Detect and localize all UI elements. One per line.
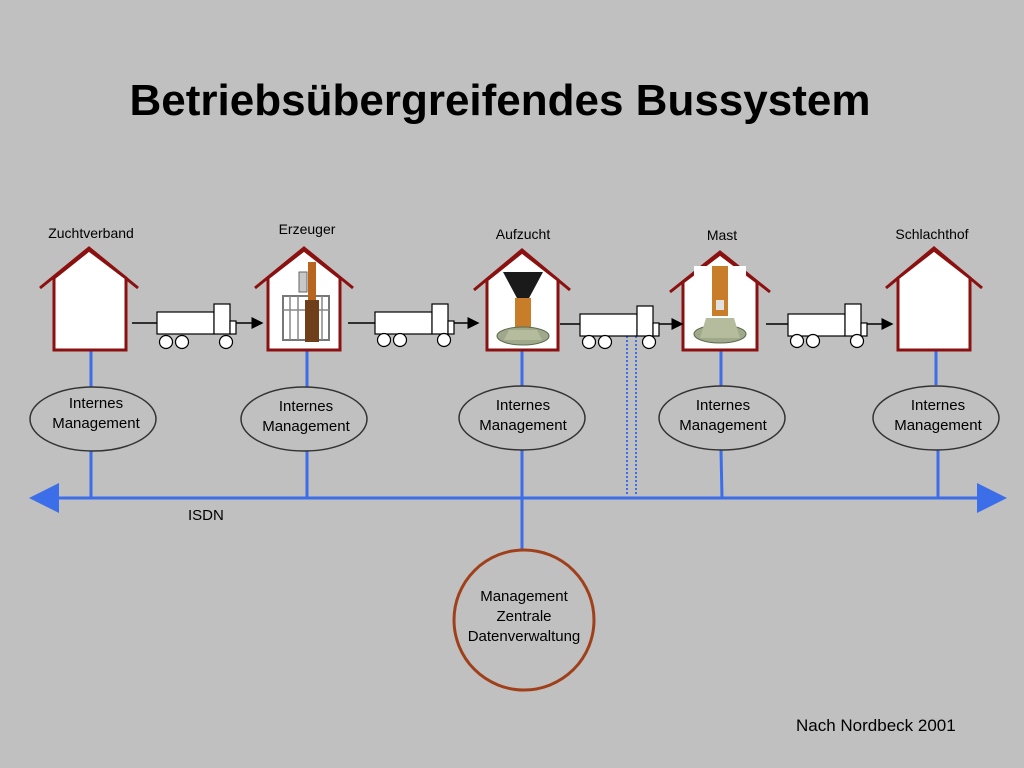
bus-label: ISDN <box>188 507 224 524</box>
management-text-erzeuger: Internes Management <box>236 397 376 437</box>
management-ellipse-aufzucht <box>458 385 586 451</box>
management-line-1: Internes <box>68 395 124 412</box>
management-line-2: Management <box>479 417 567 434</box>
truck-icon <box>348 303 480 348</box>
house-erzeuger <box>254 246 354 352</box>
funnel-feeder-picture <box>496 272 550 346</box>
management-text-zuchtverband: Internes Management <box>26 394 166 434</box>
station-label-erzeuger: Erzeuger <box>278 221 336 237</box>
management-ellipse-zuchtverband <box>29 386 157 452</box>
house-zuchtverband <box>39 246 139 352</box>
source-citation: Nach Nordbeck 2001 <box>796 716 956 735</box>
management-ellipse-schlachthof <box>872 385 1000 451</box>
management-line-2: Management <box>262 418 350 435</box>
management-line-2: Management <box>52 415 140 432</box>
management-line-1: Internes <box>495 397 551 414</box>
station-label-schlachthof: Schlachthof <box>895 226 969 242</box>
central-line-1: Management <box>480 588 568 605</box>
tube-feeder-picture <box>693 266 747 346</box>
house-schlachthof <box>885 246 983 352</box>
page-title: Betriebsübergreifendes Bussystem <box>129 76 871 125</box>
truck-icon <box>560 305 684 350</box>
house-aufzucht <box>473 248 571 352</box>
management-text-schlachthof: Internes Management <box>868 396 1008 436</box>
house-mast <box>669 250 771 352</box>
connector-mast-bottom <box>719 449 724 499</box>
management-line-2: Management <box>894 417 982 434</box>
station-label-aufzucht: Aufzucht <box>495 226 551 242</box>
management-line-1: Internes <box>695 397 751 414</box>
pen-with-feeder-picture <box>282 262 330 342</box>
truck-icon <box>766 303 894 349</box>
station-label-zuchtverband: Zuchtverband <box>48 225 134 241</box>
management-line-1: Internes <box>278 398 334 415</box>
central-line-2: Zentrale <box>496 608 552 625</box>
management-line-2: Management <box>679 417 767 434</box>
management-text-mast: Internes Management <box>653 396 793 436</box>
truck-icon <box>132 303 264 350</box>
management-text-aufzucht: Internes Management <box>453 396 593 436</box>
central-management-text: Management Zentrale Datenverwaltung <box>449 587 599 647</box>
management-line-1: Internes <box>910 397 966 414</box>
central-line-3: Datenverwaltung <box>467 628 581 645</box>
management-ellipse-mast <box>658 385 786 451</box>
management-ellipse-erzeuger <box>240 386 368 452</box>
station-label-mast: Mast <box>706 227 738 243</box>
central-management-circle <box>452 548 596 692</box>
